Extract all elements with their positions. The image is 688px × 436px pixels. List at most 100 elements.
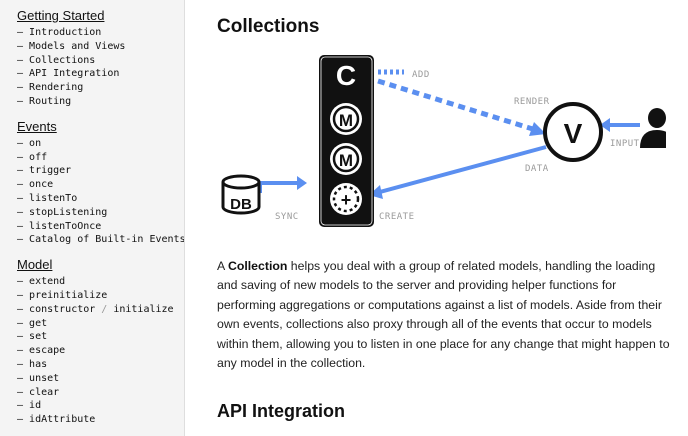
db-label: DB (230, 196, 252, 213)
sidebar-item[interactable]: – escape (17, 344, 184, 358)
input-arrow (600, 118, 640, 132)
dash: – (17, 358, 30, 370)
sidebar-item[interactable]: – idAttribute (17, 413, 184, 427)
dash: – (17, 151, 30, 163)
sidebar-section-model: Model – extend – preinitialize – constru… (17, 257, 184, 427)
sidebar-item-label: extend (29, 276, 66, 288)
sidebar-item-label: preinitialize (29, 289, 108, 301)
label-data: DATA (525, 164, 549, 174)
sidebar-item[interactable]: – extend (17, 275, 184, 289)
sidebar-item[interactable]: – listenTo (17, 192, 184, 206)
sidebar-item-label[interactable]: constructor (29, 303, 96, 315)
sidebar-item[interactable]: – trigger (17, 164, 184, 178)
sidebar-item[interactable]: – Routing (17, 95, 184, 109)
sidebar-item[interactable]: – Introduction (17, 26, 184, 40)
sidebar-item[interactable]: – on (17, 137, 184, 151)
sidebar-section-title[interactable]: Model (17, 257, 53, 273)
dash: – (17, 82, 30, 94)
sidebar-item[interactable]: – preinitialize (17, 289, 184, 303)
add-arrow (377, 69, 546, 136)
sidebar-list: – on – off – trigger – once – listenTo –… (17, 137, 184, 247)
dash: – (17, 400, 30, 412)
main-content: Collections C M (186, 0, 688, 436)
dash: – (17, 276, 30, 288)
label-add: ADD (412, 70, 430, 80)
section-title-api-integration: API Integration (217, 401, 346, 421)
separator: / (95, 303, 114, 315)
sidebar-item-label[interactable]: initialize (113, 303, 174, 315)
sidebar-item[interactable]: – clear (17, 386, 184, 400)
sidebar-item[interactable]: – Catalog of Built-in Events (17, 233, 184, 247)
dash: – (17, 386, 30, 398)
sidebar: Getting Started – Introduction – Models … (0, 0, 185, 436)
sidebar-item-label: Models and Views (29, 40, 126, 52)
sidebar-item[interactable]: – Models and Views (17, 40, 184, 54)
dash: – (17, 206, 30, 218)
sidebar-item[interactable]: – unset (17, 372, 184, 386)
sidebar-item-label: listenToOnce (29, 220, 102, 232)
sidebar-item-label: set (29, 331, 48, 343)
dash: – (17, 40, 30, 52)
sidebar-item-label: idAttribute (29, 414, 96, 426)
sidebar-item-label: get (29, 317, 48, 329)
sidebar-item[interactable]: – API Integration (17, 67, 184, 81)
dash: – (17, 234, 30, 246)
sidebar-list: – Introduction – Models and Views – Coll… (17, 26, 184, 109)
view-letter: V (564, 118, 583, 149)
sidebar-item-label: Collections (29, 54, 96, 66)
dash: – (17, 137, 30, 149)
sidebar-item-label: unset (29, 372, 60, 384)
dash: – (17, 372, 30, 384)
db-icon: DB (221, 174, 261, 215)
user-icon (640, 108, 666, 148)
sidebar-section-events: Events – on – off – trigger – once – lis… (17, 119, 184, 247)
sidebar-item[interactable]: – Collections (17, 54, 184, 68)
dash: – (17, 345, 30, 357)
sidebar-list: – extend – preinitialize – constructor /… (17, 275, 184, 427)
sidebar-item[interactable]: – id (17, 399, 184, 413)
dash: – (17, 165, 30, 177)
sidebar-item[interactable]: – stopListening (17, 206, 184, 220)
model-letter-2: M (339, 151, 353, 170)
paragraph-lead: A (217, 259, 228, 273)
dash: – (17, 68, 30, 80)
sidebar-item-label: on (29, 137, 42, 149)
sidebar-section-title[interactable]: Events (17, 118, 57, 134)
sidebar-item[interactable]: – listenToOnce (17, 220, 184, 234)
page-title: Collections (217, 16, 320, 37)
collection-box: C M M + (319, 55, 374, 227)
label-input: INPUT (610, 139, 640, 149)
add-model-symbol: + (341, 190, 352, 210)
sidebar-item[interactable]: – Rendering (17, 81, 184, 95)
sidebar-item-label: Introduction (29, 27, 102, 38)
dash: – (17, 331, 30, 343)
data-arrow (369, 145, 547, 199)
paragraph-bold-term: Collection (227, 259, 288, 273)
sidebar-item-label: off (29, 151, 48, 163)
view-circle: V (543, 102, 603, 162)
sidebar-item[interactable]: – has (17, 358, 184, 372)
sidebar-item[interactable]: – set (17, 330, 184, 344)
dash: – (17, 414, 30, 426)
sidebar-item-label: listenTo (29, 192, 78, 204)
sidebar-section-title[interactable]: Getting Started (17, 8, 105, 23)
model-letter-1: M (339, 111, 353, 130)
sidebar-item-label: stopListening (29, 206, 108, 218)
sidebar-item-label: Rendering (29, 82, 84, 94)
sidebar-item[interactable]: – once (17, 178, 184, 192)
collection-letter: C (336, 60, 356, 91)
sidebar-item[interactable]: – get (17, 317, 184, 331)
sync-arrow (258, 176, 307, 193)
sidebar-item-label: Catalog of Built-in Events (29, 234, 185, 246)
dash: – (17, 54, 30, 66)
dash: – (17, 179, 30, 191)
label-sync: SYNC (275, 212, 299, 222)
sidebar-item-label: escape (29, 345, 66, 357)
sidebar-item[interactable]: – off (17, 151, 184, 165)
dash: – (17, 192, 30, 204)
dash: – (17, 27, 30, 38)
sidebar-item-label: id (29, 400, 42, 412)
label-render: RENDER (514, 97, 550, 107)
collections-diagram: C M M + DB V ADD RENDER (221, 55, 666, 227)
sidebar-item[interactable]: – constructor / initialize (17, 303, 184, 317)
